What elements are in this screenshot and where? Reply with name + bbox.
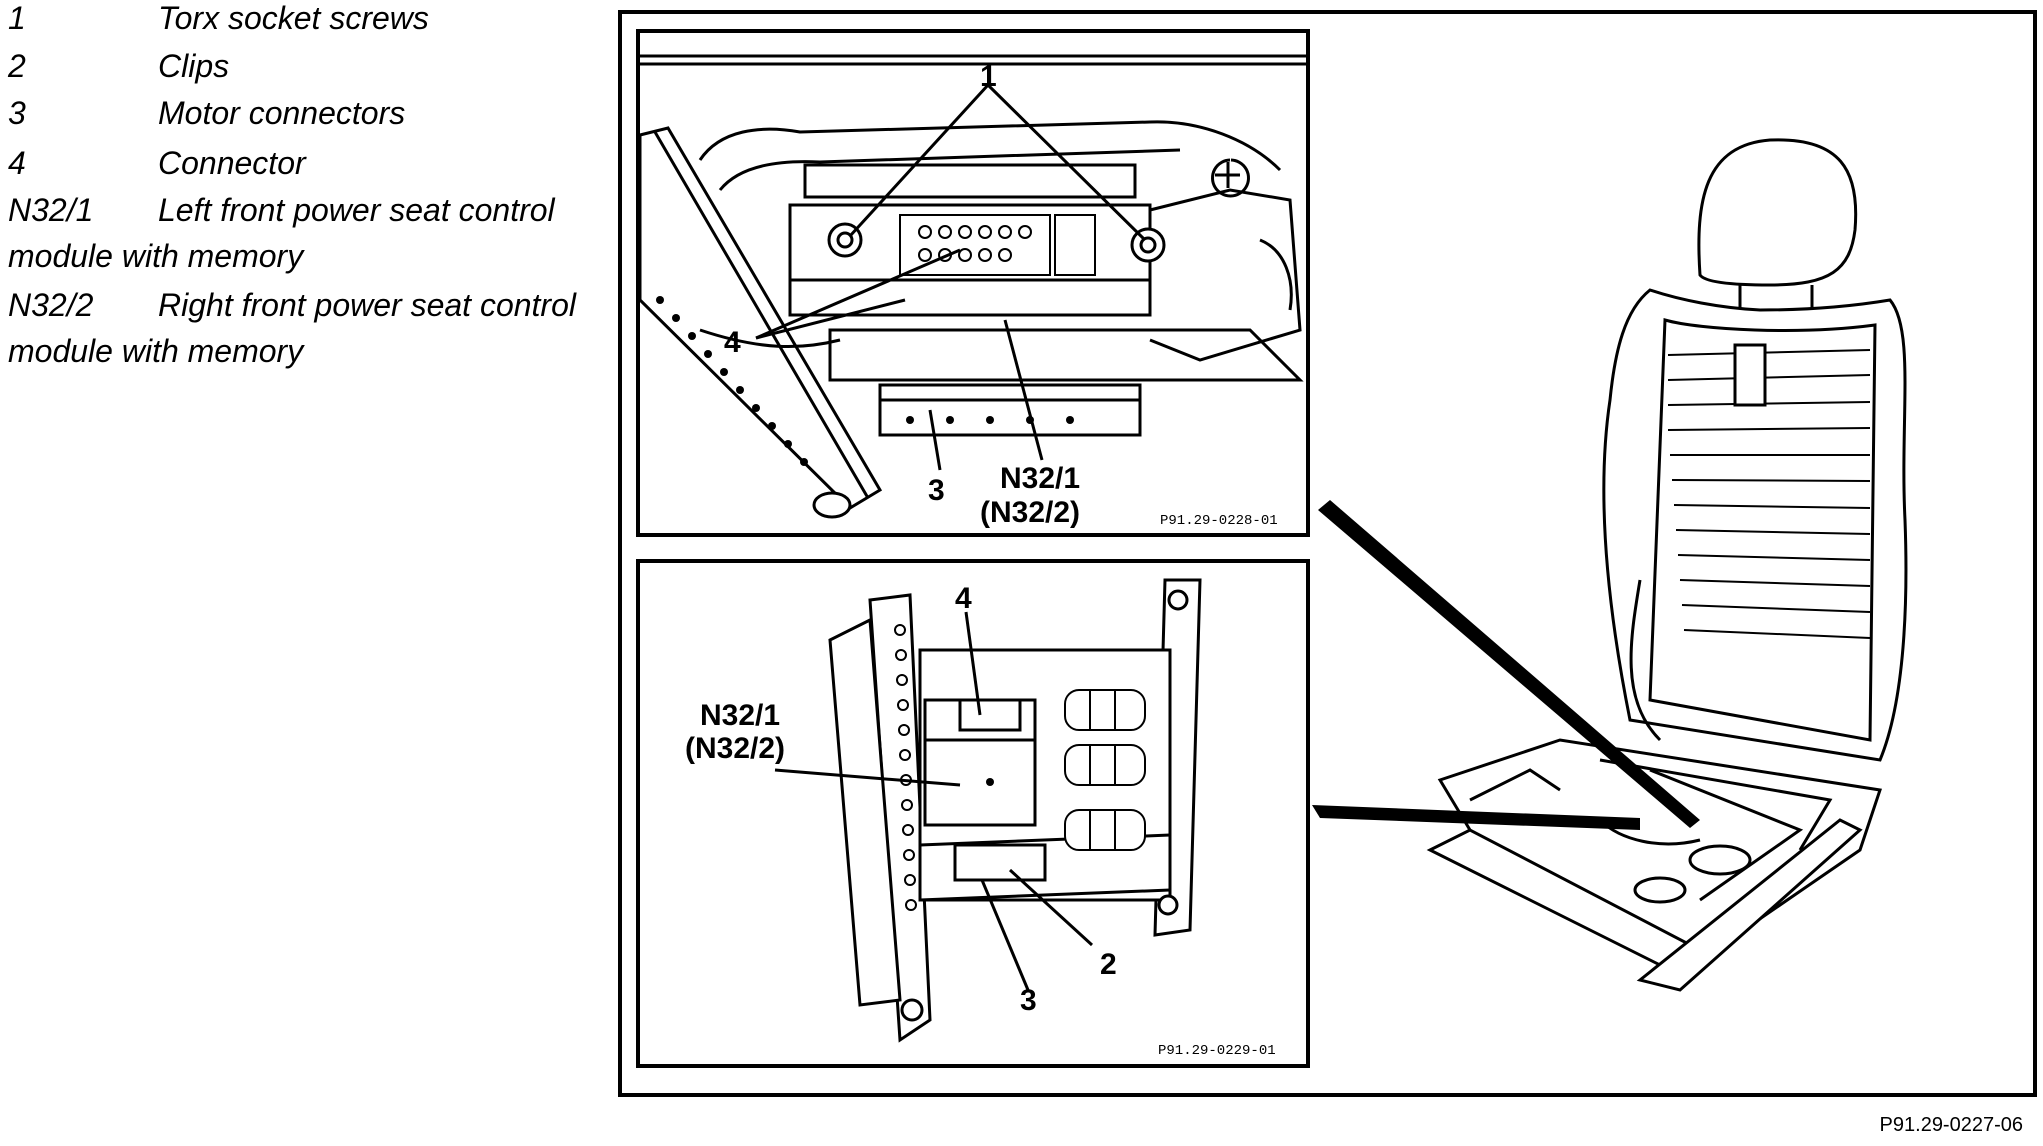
legend-label: Right front power seat control (158, 287, 576, 323)
callout-3: 3 (1020, 984, 1037, 1017)
callout-n32-1: N32/1 (700, 699, 780, 732)
callout-4: 4 (724, 326, 741, 359)
seat-illustration (1312, 138, 1908, 992)
callout-4: 4 (955, 582, 972, 615)
legend-continuation: module with memory (8, 238, 304, 274)
legend-number: N32/1 (8, 192, 94, 228)
callout-n32-2: (N32/2) (980, 496, 1080, 529)
top-inset: 1 4 3 N32/1 (N32/2) P91.29-0228-01 (636, 29, 1310, 537)
inset-code: P91.29-0229-01 (1158, 1043, 1276, 1059)
callout-n32-2: (N32/2) (685, 732, 785, 765)
legend-label: Connector (158, 145, 306, 181)
legend-label: Left front power seat control (158, 192, 555, 228)
callout-n32-1: N32/1 (1000, 462, 1080, 495)
legend-label: Motor connectors (158, 95, 406, 131)
figure-frame (618, 10, 2037, 1097)
callout-2: 2 (1100, 948, 1117, 981)
figure-reference: P91.29-0227-06 (1879, 1114, 2023, 1136)
legend-number: 1 (8, 0, 26, 36)
callout-3: 3 (928, 474, 945, 507)
legend-continuation: module with memory (8, 333, 304, 369)
legend-label: Torx socket screws (158, 0, 429, 36)
legend-number: 3 (8, 95, 26, 131)
callout-1: 1 (980, 60, 997, 93)
legend-number: N32/2 (8, 287, 94, 323)
inset-code: P91.29-0228-01 (1160, 513, 1278, 529)
bottom-inset: 4 N32/1 (N32/2) 2 3 P91.29-0229-01 (636, 559, 1310, 1068)
legend-number: 2 (8, 48, 26, 84)
legend-label: Clips (158, 48, 230, 84)
legend-number: 4 (8, 145, 26, 181)
